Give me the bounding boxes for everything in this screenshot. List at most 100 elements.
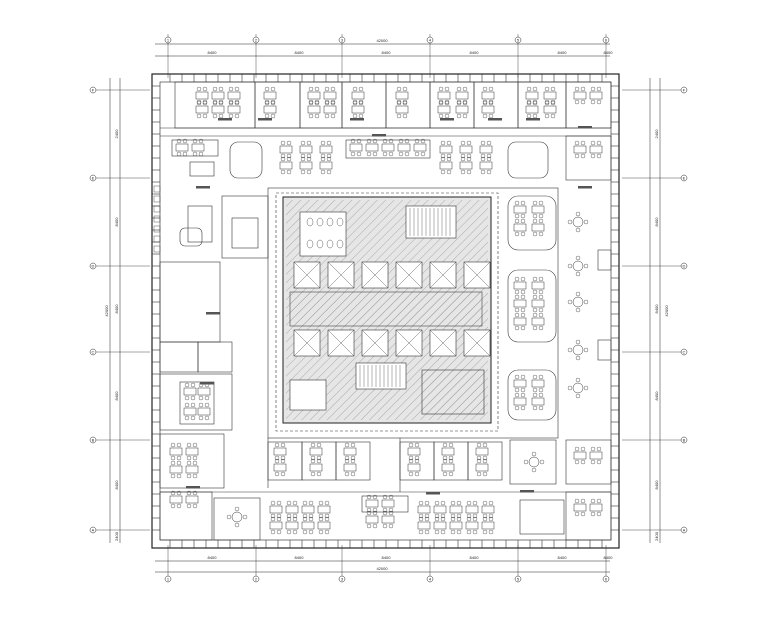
workstation xyxy=(513,374,527,393)
elevator-cross xyxy=(293,329,321,357)
workstation xyxy=(299,140,313,159)
axis-label: B xyxy=(683,438,686,443)
room-tag xyxy=(186,486,200,489)
toilet-fixture xyxy=(326,239,334,249)
dimension-label: 8400 xyxy=(114,217,119,227)
elevator-cross xyxy=(429,261,457,289)
dimension-label: 8400 xyxy=(208,50,218,55)
workstation xyxy=(319,140,333,159)
dimension-label: 2400 xyxy=(654,531,659,541)
axis-bubble xyxy=(252,575,260,583)
elevator-bank xyxy=(293,261,491,357)
axis-label: 6 xyxy=(605,38,608,43)
workstation xyxy=(269,500,283,519)
north-open-office xyxy=(229,139,549,179)
workstation xyxy=(309,458,323,477)
elevator-cross xyxy=(429,329,457,357)
top-dimension-line xyxy=(155,43,610,57)
stair-north xyxy=(405,205,457,239)
axis-bubble xyxy=(89,348,97,356)
workstation xyxy=(531,392,545,411)
axis-bubble xyxy=(680,348,688,356)
axis-label: 3 xyxy=(341,577,344,582)
axis-bubble xyxy=(602,575,610,583)
workstation xyxy=(531,200,545,219)
axis-label: 5 xyxy=(517,38,520,43)
dimension-total: 42000 xyxy=(664,305,669,317)
axis-label: 1 xyxy=(167,577,170,582)
workstation xyxy=(349,138,363,157)
axis-label: 4 xyxy=(429,577,432,582)
workstation xyxy=(319,156,333,175)
workstation xyxy=(317,500,331,519)
toilet-fixture xyxy=(316,239,324,249)
axis-bubble xyxy=(89,526,97,534)
toilet-fixture xyxy=(336,217,344,227)
workstation xyxy=(589,446,603,465)
workstation xyxy=(449,516,463,535)
east-wing xyxy=(507,135,612,541)
elevator-cross xyxy=(395,261,423,289)
workstation xyxy=(479,140,493,159)
workstation xyxy=(475,458,489,477)
perimeter-seat xyxy=(153,225,161,233)
workstation xyxy=(573,498,587,517)
workstation xyxy=(479,156,493,175)
workstation xyxy=(465,500,479,519)
axis-bubble xyxy=(164,36,172,44)
axis-bubble xyxy=(514,36,522,44)
perimeter-seat xyxy=(153,195,161,203)
elevator-cross xyxy=(361,261,389,289)
workstation xyxy=(417,516,431,535)
workstation xyxy=(365,138,379,157)
toilet-fixture xyxy=(306,239,314,249)
axis-label: F xyxy=(683,88,686,93)
axis-bubble xyxy=(164,575,172,583)
workstation xyxy=(183,382,197,401)
room-tag xyxy=(488,118,502,121)
workstation xyxy=(407,458,421,477)
dimension-label: 8400 xyxy=(604,50,614,55)
elevator-cross xyxy=(327,261,355,289)
dimension-label: 8400 xyxy=(604,555,614,560)
workstation xyxy=(279,156,293,175)
dimension-total: 42000 xyxy=(376,566,388,571)
north-workstations xyxy=(195,86,603,119)
dimension-label: 8400 xyxy=(114,391,119,401)
axis-label: 2 xyxy=(255,38,258,43)
elevator-cross xyxy=(463,261,491,289)
workstation xyxy=(513,312,527,331)
workstation xyxy=(279,140,293,159)
dimension-label: 8400 xyxy=(654,217,659,227)
dimension-label: 8400 xyxy=(114,304,119,314)
axis-bubble xyxy=(426,36,434,44)
dimension-label: 8400 xyxy=(208,555,218,560)
south-workstations xyxy=(269,494,495,535)
workstation xyxy=(459,156,473,175)
axis-label: B xyxy=(92,438,95,443)
axis-bubble xyxy=(89,174,97,182)
workstation xyxy=(531,218,545,237)
room-tag xyxy=(578,126,592,129)
axis-bubble xyxy=(680,262,688,270)
axis-bubble xyxy=(680,526,688,534)
dimension-label: 8400 xyxy=(470,50,480,55)
workstation xyxy=(531,276,545,295)
workstation xyxy=(417,500,431,519)
dimension-label: 8400 xyxy=(295,50,305,55)
workstation xyxy=(459,140,473,159)
dimension-label: 8400 xyxy=(558,50,568,55)
elevator-cross xyxy=(327,329,355,357)
dimension-total: 42000 xyxy=(104,305,109,317)
workstation xyxy=(397,138,411,157)
workstation xyxy=(301,500,315,519)
dimension-label: 8400 xyxy=(654,391,659,401)
workstation xyxy=(589,86,603,105)
round-table xyxy=(226,506,248,528)
round-table xyxy=(567,291,589,313)
workstation xyxy=(573,446,587,465)
workstation xyxy=(475,442,489,461)
workstation xyxy=(197,382,211,401)
